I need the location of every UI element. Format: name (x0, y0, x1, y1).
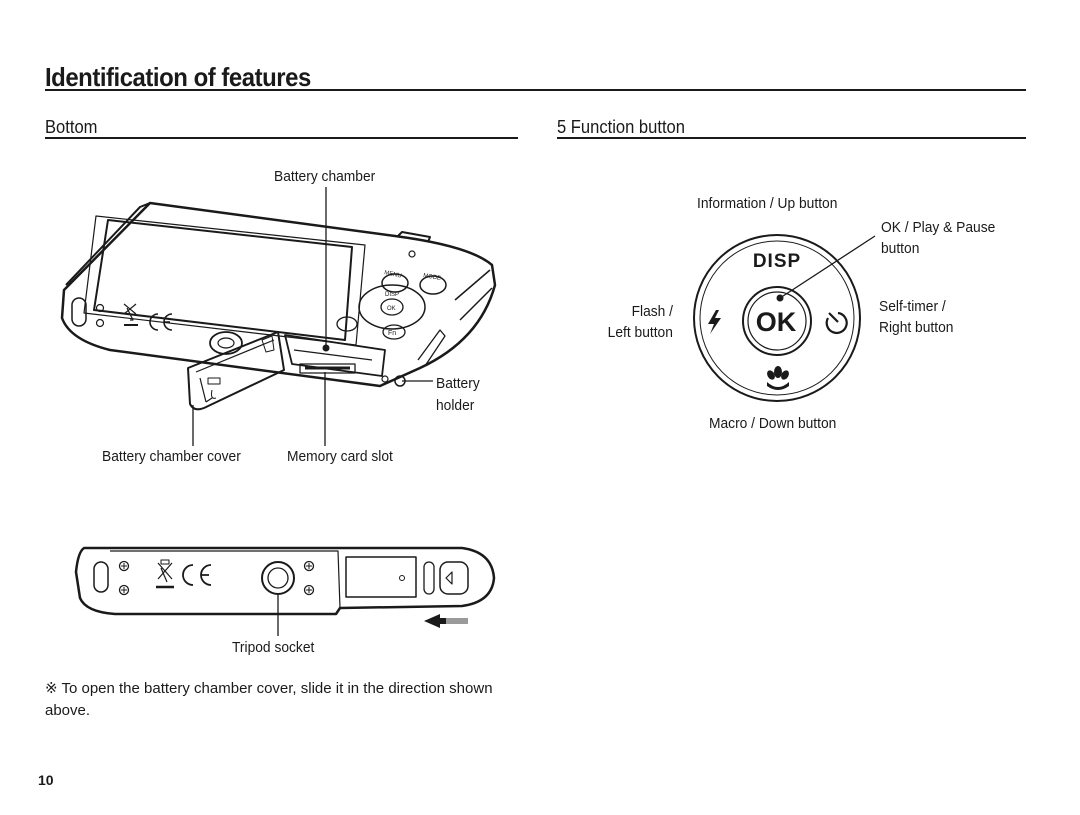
label-up-button: Information / Up button (697, 195, 838, 212)
label-ok-button-line2: button (881, 240, 920, 257)
camera-ok-text: OK (387, 306, 396, 312)
camera-menu-text: MENU (384, 270, 403, 280)
section-rule-bottom (45, 137, 518, 139)
label-battery-holder-line1: Battery (436, 375, 480, 392)
flash-icon (708, 310, 721, 334)
dial-disp-text: DISP (753, 251, 801, 272)
note-battery-cover: ※ To open the battery chamber cover, sli… (45, 680, 493, 719)
label-down-button: Macro / Down button (709, 415, 837, 432)
label-tripod-socket: Tripod socket (232, 639, 315, 656)
label-battery-chamber-cover: Battery chamber cover (102, 448, 241, 465)
label-right-button-line1: Self-timer / (879, 298, 946, 315)
function-dial-illustration (693, 234, 876, 402)
label-ok-button-line1: OK / Play & Pause (881, 219, 996, 236)
slide-direction-arrow (424, 614, 468, 628)
camera-bottom-view-illustration (74, 546, 496, 636)
title-rule (45, 89, 1026, 91)
label-battery-holder-line2: holder (436, 397, 475, 414)
camera-disp-text: DISP (385, 292, 399, 298)
section-rule-function (557, 137, 1026, 139)
section-heading-function-button: 5 Function button (557, 117, 685, 137)
label-battery-chamber: Battery chamber (274, 168, 376, 185)
camera-fn-text: Fn (388, 330, 396, 337)
page-number: 10 (38, 772, 54, 788)
camera-mode-text: MODE (423, 273, 442, 282)
section-heading-bottom: Bottom (45, 117, 98, 137)
label-left-button-line2: Left button (607, 324, 673, 341)
label-left-button-line1: Flash / (631, 303, 673, 320)
dial-ok-text: OK (756, 307, 797, 337)
label-right-button-line2: Right button (879, 319, 954, 336)
label-memory-card-slot: Memory card slot (287, 448, 393, 465)
camera-bottom-open-illustration (60, 201, 497, 411)
self-timer-icon (825, 311, 848, 335)
page-title: Identification of features (45, 62, 311, 92)
macro-icon (767, 366, 789, 390)
